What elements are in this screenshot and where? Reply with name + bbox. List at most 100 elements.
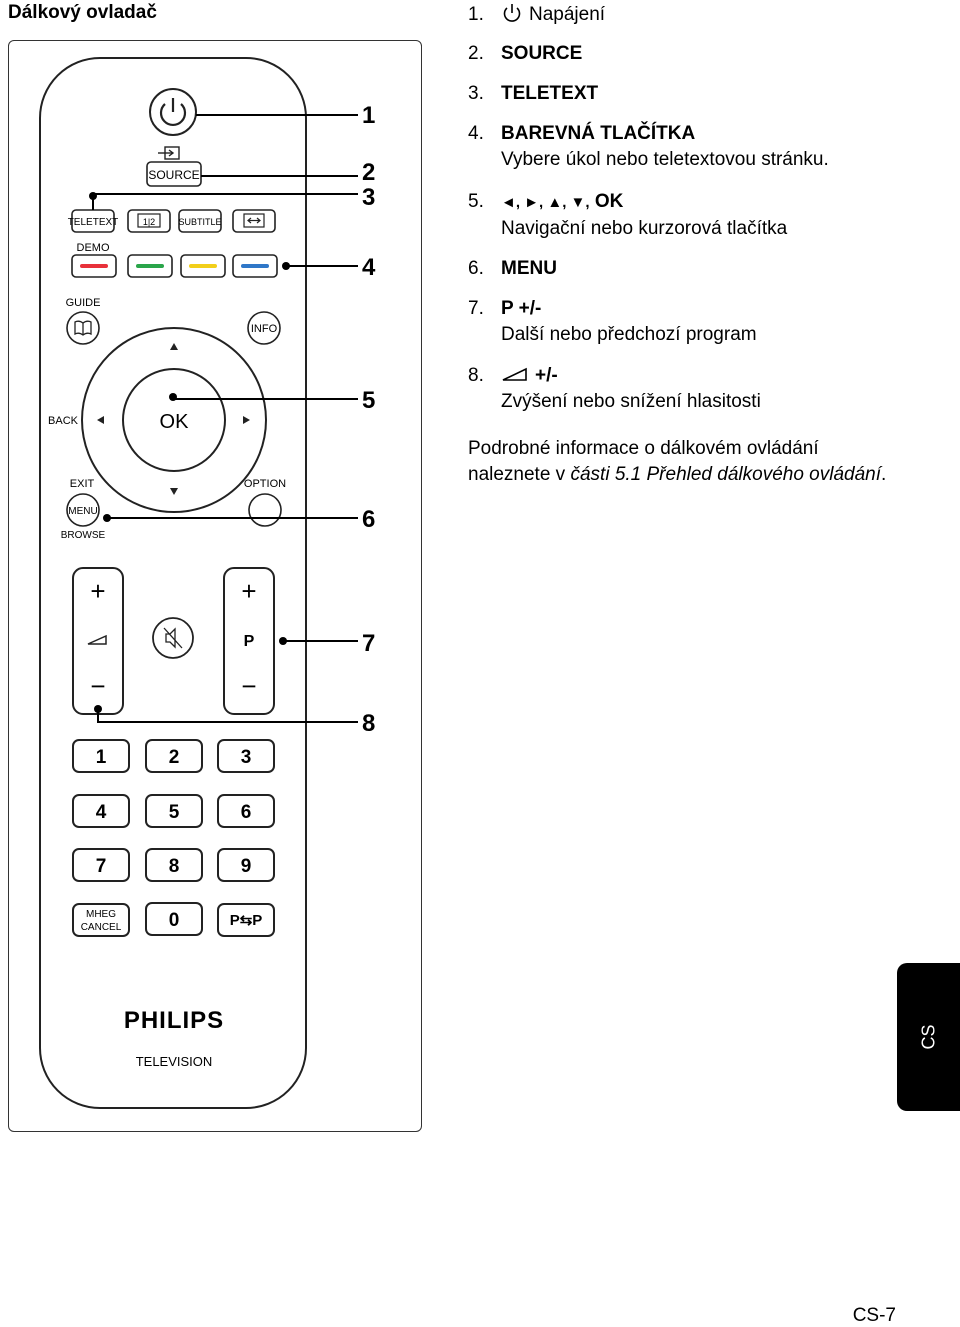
- arrow-up-icon[interactable]: [170, 343, 178, 350]
- program-down-label: −: [241, 671, 256, 701]
- option-button[interactable]: [248, 493, 282, 527]
- callout-number: 3: [362, 184, 375, 211]
- digit-button[interactable]: [217, 794, 275, 828]
- color-key-stripe: [136, 264, 164, 268]
- callout-numbers: 1 2 3 4 5 6 7 8: [362, 102, 376, 737]
- callout-line-8: [97, 709, 358, 723]
- ok-button[interactable]: [122, 368, 226, 472]
- list-description: Vybere úkol nebo teletextovou stránku.: [501, 149, 829, 170]
- program-label: P: [244, 633, 255, 650]
- more-info-reference[interactable]: části 5.1 Přehled dálkového ovládání: [570, 464, 882, 485]
- digit-button[interactable]: [72, 848, 130, 882]
- digit-button[interactable]: [145, 794, 203, 828]
- list-item: 7. P +/- Další nebo předchozí program: [468, 296, 757, 348]
- list-item: 1.Napájení: [468, 2, 605, 28]
- source-input-icon: [158, 146, 180, 160]
- digit-label: 3: [241, 747, 252, 768]
- remote-illustration-frame: [8, 40, 422, 1132]
- list-item: 4. BAREVNÁ TLAČÍTKA Vybere úkol nebo tele…: [468, 121, 829, 173]
- list-label: P +/-: [501, 298, 542, 319]
- mheg-cancel-button[interactable]: [72, 903, 130, 937]
- mute-icon: [163, 627, 183, 649]
- previous-program-button[interactable]: [217, 903, 275, 937]
- list-item: 5. ◄, ►, ▲, ▼, OK Navigační nebo kurzorov…: [468, 189, 787, 242]
- list-item: 3. TELETEXT: [468, 81, 598, 107]
- menu-button[interactable]: [66, 493, 100, 527]
- callout-number: 1: [362, 102, 375, 129]
- more-info-line-1: Podrobné informace o dálkovém ovládání: [468, 438, 819, 459]
- list-label: TELETEXT: [501, 83, 599, 104]
- television-label: TELEVISION: [136, 1054, 213, 1069]
- digit-button[interactable]: [217, 848, 275, 882]
- digit-label: 6: [241, 802, 252, 823]
- power-icon: [159, 98, 187, 126]
- callout-number: 7: [362, 630, 375, 657]
- list-item: 8. +/- Zvýšení nebo snížení hlasitosti: [468, 363, 761, 415]
- arrow-down-icon[interactable]: [170, 488, 178, 495]
- callout-dots: [89, 192, 290, 713]
- philips-logo: PHILIPS: [124, 1007, 224, 1034]
- digit-button[interactable]: [145, 848, 203, 882]
- list-label: BAREVNÁ TLAČÍTKA: [501, 123, 696, 144]
- volume-icon: [87, 634, 107, 645]
- list-number: 8.: [468, 365, 484, 386]
- mheg-label: MHEG: [86, 909, 116, 920]
- cancel-label: CANCEL: [81, 922, 122, 933]
- browse-label: BROWSE: [61, 530, 106, 541]
- list-item: 2. SOURCE: [468, 41, 582, 67]
- list-description: Další nebo předchozí program: [501, 324, 757, 345]
- power-icon: [503, 4, 521, 22]
- callout-number: 4: [362, 254, 376, 281]
- info-button[interactable]: [247, 311, 281, 345]
- program-rocker[interactable]: [223, 567, 275, 715]
- list-label: SOURCE: [501, 43, 583, 64]
- list-description: Navigační nebo kurzorová tlačítka: [501, 218, 788, 239]
- language-tab: CS: [897, 963, 960, 1111]
- teletext-label: TELETEXT: [68, 217, 119, 228]
- source-button[interactable]: [146, 161, 202, 187]
- list-number: 7.: [468, 298, 484, 319]
- digit-label: 0: [169, 910, 180, 931]
- more-info-paragraph: Podrobné informace o dálkovém ovládání n…: [468, 436, 886, 488]
- volume-icon: [502, 367, 527, 381]
- menu-label: MENU: [68, 506, 97, 517]
- digit-label: 1: [96, 747, 107, 768]
- digit-button[interactable]: [72, 794, 130, 828]
- color-key-stripe: [189, 264, 217, 268]
- color-key-stripe: [241, 264, 269, 268]
- callout-number: 8: [362, 710, 375, 737]
- digit-button[interactable]: [217, 739, 275, 773]
- ok-label: OK: [160, 411, 190, 433]
- digit-label: 9: [241, 856, 252, 877]
- remote-body: [39, 57, 307, 1109]
- exit-label: EXIT: [70, 478, 95, 490]
- list-number: 3.: [468, 83, 484, 104]
- list-number: 5.: [468, 191, 484, 212]
- navigation-arrows-icon: ◄, ►, ▲, ▼,: [501, 194, 590, 211]
- digit-label: 4: [96, 802, 107, 823]
- list-number: 4.: [468, 123, 484, 144]
- digit-button[interactable]: [72, 739, 130, 773]
- volume-down-label: −: [90, 671, 105, 701]
- language-tab-label: CS: [918, 1024, 938, 1050]
- guide-book-icon: [74, 320, 92, 336]
- source-label: SOURCE: [148, 168, 199, 182]
- list-number: 2.: [468, 43, 484, 64]
- arrow-right-icon[interactable]: [243, 416, 250, 424]
- dual-screen-label: 1|2: [143, 217, 155, 227]
- list-label: OK: [594, 191, 624, 212]
- callout-number: 5: [362, 387, 375, 414]
- digit-button[interactable]: [145, 739, 203, 773]
- list-label: +/-: [535, 365, 558, 386]
- arrow-left-icon[interactable]: [97, 416, 104, 424]
- subtitle-button[interactable]: [178, 209, 222, 233]
- dual-screen-icon: [137, 213, 161, 228]
- demo-label: DEMO: [77, 242, 110, 254]
- previous-program-label: P⇆P: [230, 912, 263, 929]
- guide-label: GUIDE: [66, 297, 101, 309]
- digit-button[interactable]: [145, 902, 203, 936]
- list-description: Zvýšení nebo snížení hlasitosti: [501, 391, 761, 412]
- list-item: 6.MENU: [468, 256, 557, 282]
- list-number: 1.: [468, 4, 484, 25]
